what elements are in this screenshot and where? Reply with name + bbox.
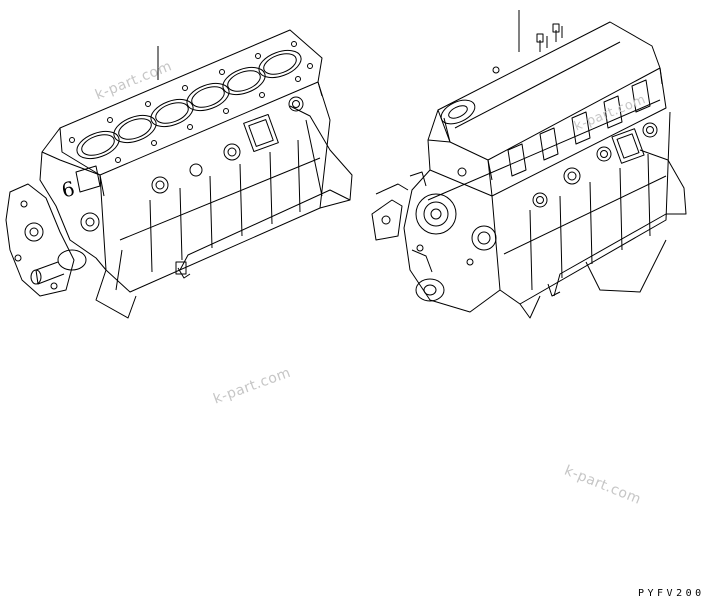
- long-block-drawing: [371, 10, 687, 319]
- water-pump: [415, 193, 457, 235]
- long-block-front-face: [403, 109, 501, 313]
- figure-code: PYFV200: [638, 588, 705, 599]
- intake-ports: [507, 79, 651, 177]
- short-block-drawing: 6: [5, 29, 353, 319]
- block-skirt: [179, 105, 353, 271]
- crank-pulley: [415, 278, 445, 302]
- svg-text:6: 6: [59, 176, 76, 202]
- oil-pan: [553, 149, 687, 297]
- long-block-side-face: [491, 111, 671, 305]
- block-side-face: [99, 81, 331, 293]
- valve-cover: [437, 21, 661, 161]
- front-plate: [5, 183, 75, 297]
- front-boss: [471, 225, 497, 251]
- oil-filler-cap: [440, 99, 476, 125]
- deck-bolt-holes: [69, 41, 313, 163]
- cylinder-bores: [76, 49, 302, 160]
- crankshaft-nose: [30, 249, 87, 285]
- cylinder-head-side: [487, 67, 667, 197]
